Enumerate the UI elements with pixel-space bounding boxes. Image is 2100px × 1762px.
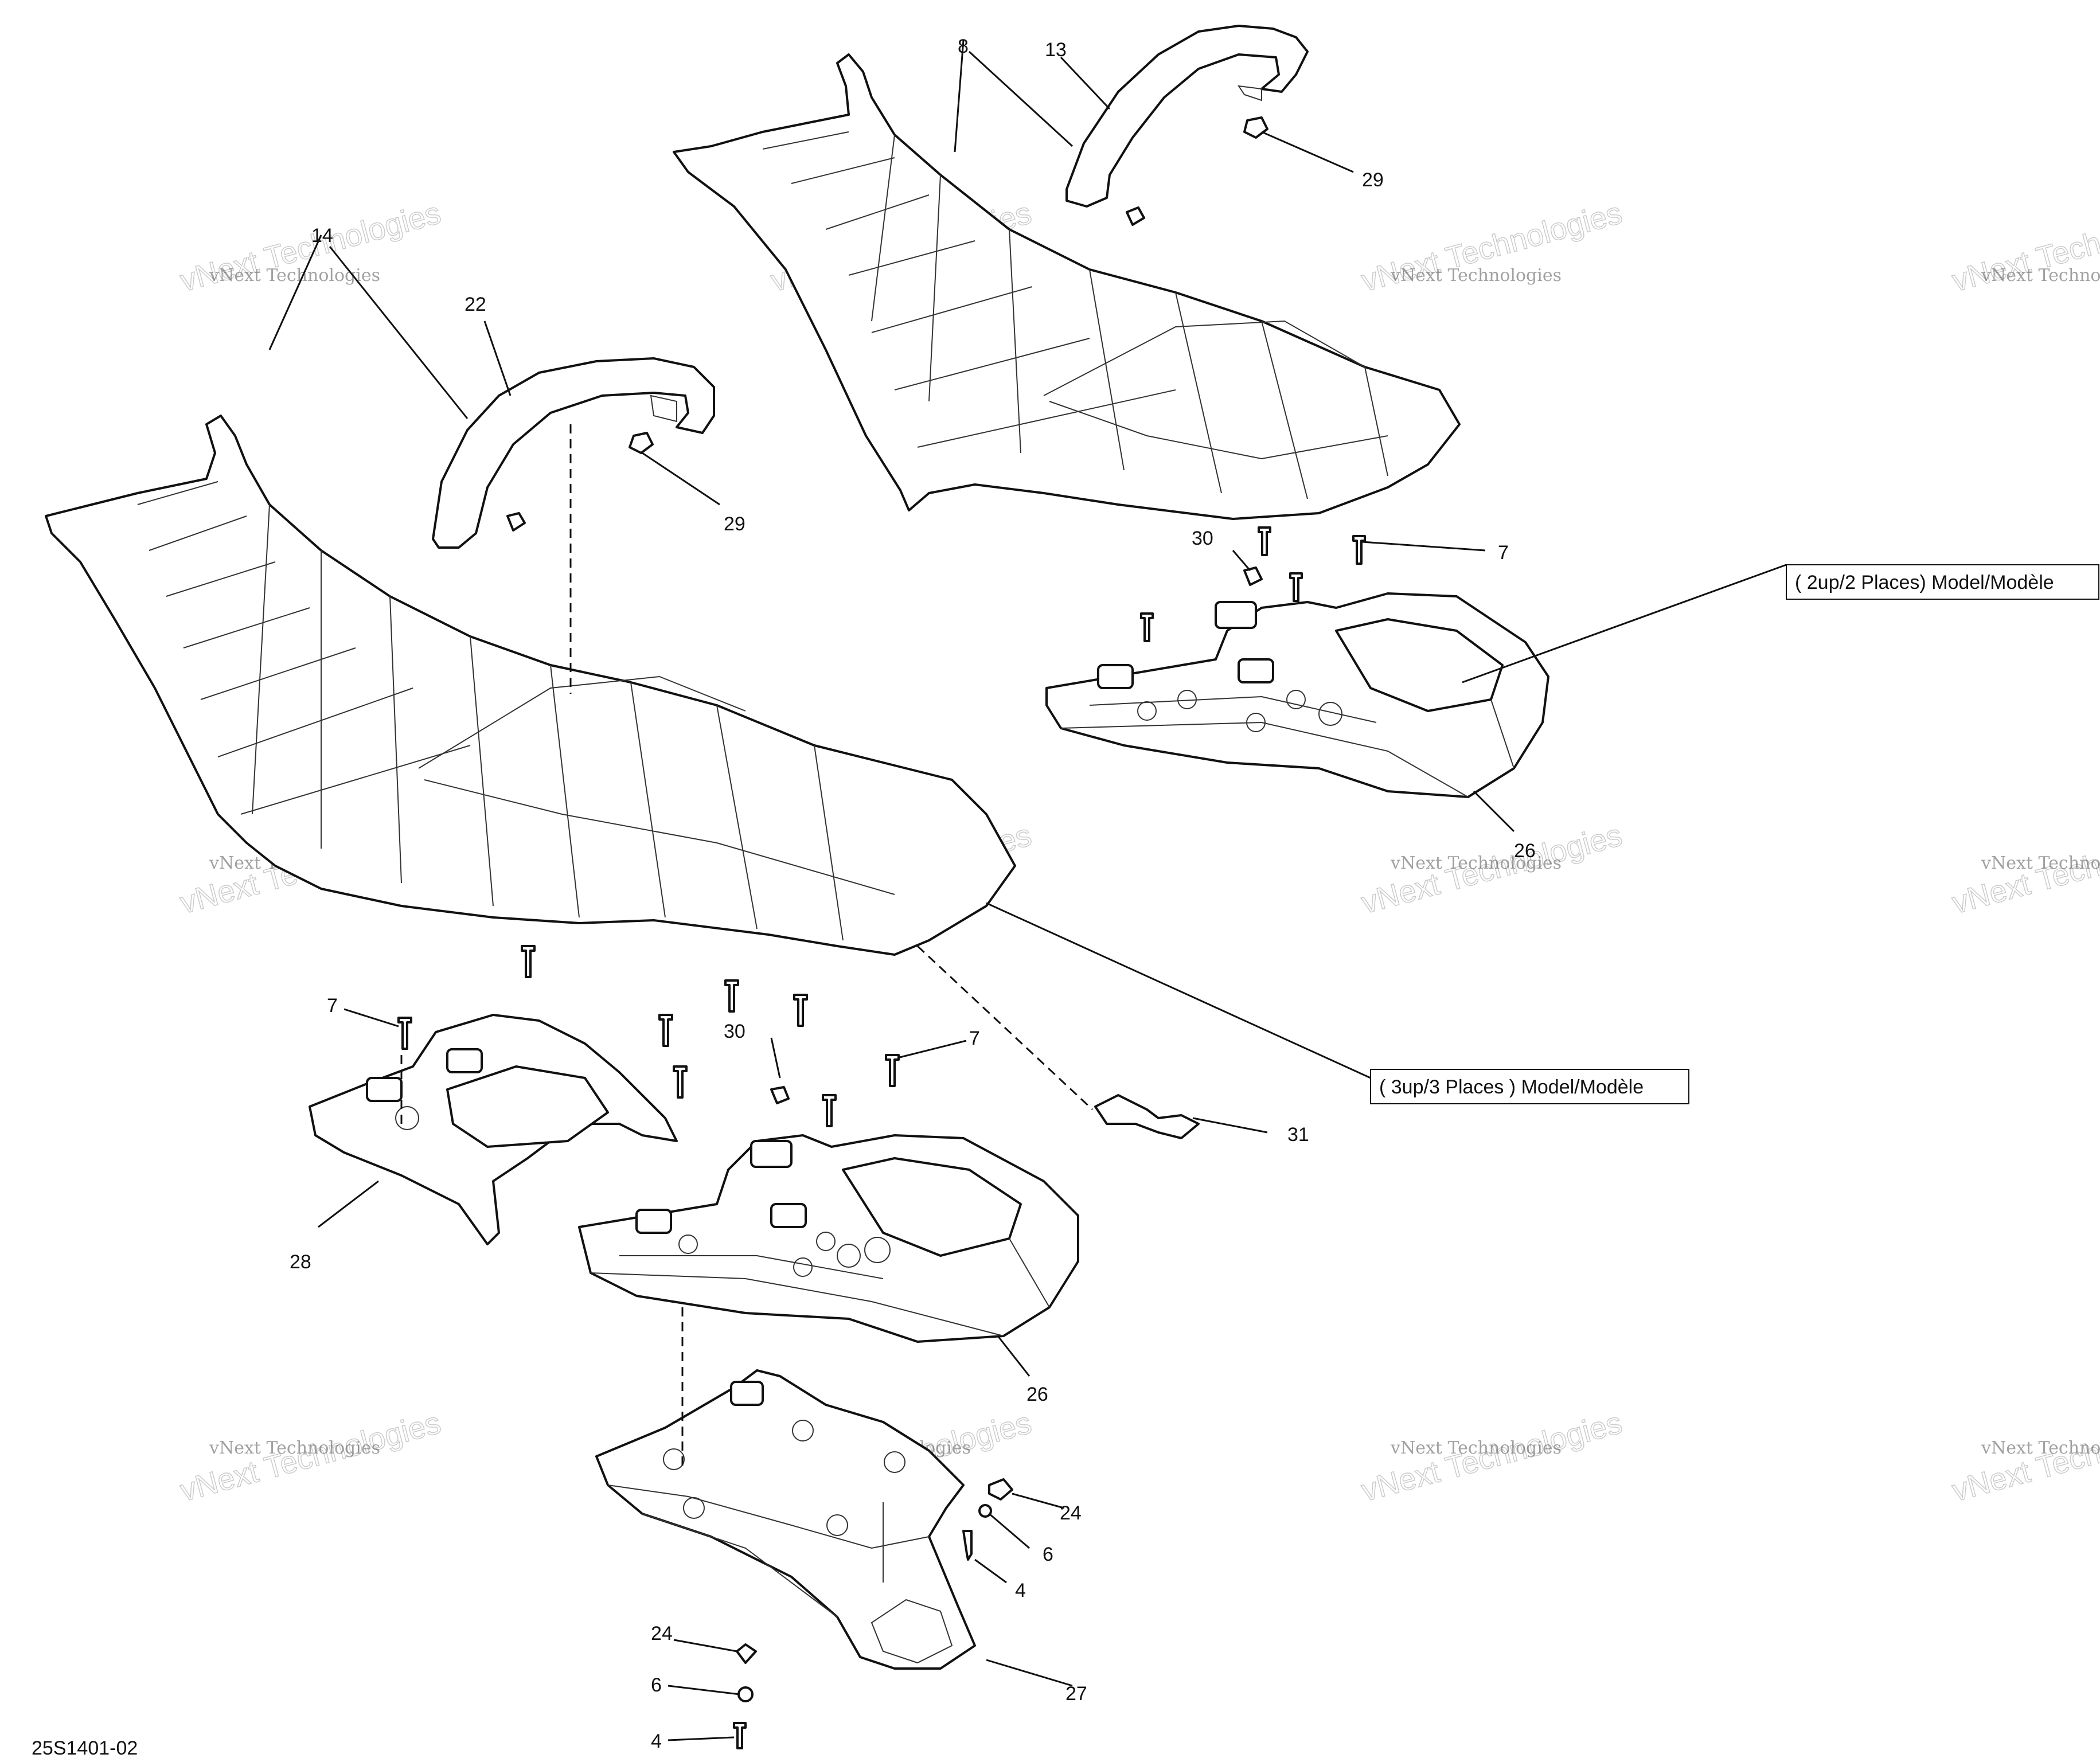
callout-numbers: 8 13 29 14 22 29 30 7 26 7 30 7 31 28 26… bbox=[290, 36, 1536, 1752]
callout-4-right: 4 bbox=[1015, 1580, 1026, 1601]
watermark-text: vNext Technologies bbox=[1390, 1438, 1562, 1458]
drawing-code: 25S1401-02 bbox=[32, 1737, 138, 1759]
callout-7-center: 7 bbox=[969, 1027, 980, 1049]
clip-29-left bbox=[506, 432, 654, 532]
watermark-text: vNext Technologies bbox=[1981, 853, 2100, 873]
callout-6-bottom: 6 bbox=[651, 1674, 662, 1696]
strap-13 bbox=[1065, 25, 1309, 208]
callout-4-bottom: 4 bbox=[651, 1730, 662, 1752]
callout-30-right: 30 bbox=[1192, 528, 1213, 549]
callout-29-left: 29 bbox=[724, 513, 745, 535]
seat-2up bbox=[673, 53, 1461, 520]
seat-3up bbox=[45, 415, 1016, 956]
callout-28: 28 bbox=[290, 1251, 311, 1273]
strap-22 bbox=[432, 357, 715, 549]
callout-14: 14 bbox=[311, 225, 333, 247]
callout-27: 27 bbox=[1065, 1683, 1087, 1705]
model-label-3up: ( 3up/3 Places ) Model/Modèle bbox=[1379, 1076, 1644, 1098]
watermark-text: vNext Technologies bbox=[1981, 265, 2100, 286]
tray-28 bbox=[309, 1014, 678, 1245]
callout-7-left: 7 bbox=[327, 995, 338, 1017]
watermark-text: vNext Technologies bbox=[1981, 1438, 2100, 1458]
screws-7-lower bbox=[397, 945, 900, 1127]
base-27 bbox=[595, 1369, 976, 1670]
label-3up: ( 3up/3 Places ) Model/Modèle bbox=[1370, 1069, 1689, 1104]
screws-7-upper bbox=[1140, 526, 1366, 642]
label-2up: ( 2up/2 Places) Model/Modèle bbox=[1786, 564, 2099, 600]
callout-7-right: 7 bbox=[1498, 542, 1509, 564]
callout-24-right: 24 bbox=[1060, 1502, 1082, 1524]
callout-26-right: 26 bbox=[1514, 840, 1536, 862]
watermark-text: vNext Technologies bbox=[1390, 853, 1562, 873]
hardware-24-6-4-bottom bbox=[733, 1643, 757, 1749]
callout-30-center: 30 bbox=[724, 1021, 745, 1042]
leader-lines bbox=[268, 40, 1787, 1741]
callout-31: 31 bbox=[1287, 1124, 1309, 1146]
watermark-text: vNext Technologies bbox=[209, 1438, 380, 1458]
callout-13: 13 bbox=[1045, 39, 1067, 61]
callout-8: 8 bbox=[958, 36, 969, 57]
callout-29-top: 29 bbox=[1362, 169, 1384, 191]
model-label-2up: ( 2up/2 Places) Model/Modèle bbox=[1795, 572, 2054, 593]
watermark-text: vNext Technologies bbox=[1390, 265, 1562, 286]
latch-31 bbox=[1094, 1094, 1200, 1139]
callout-22: 22 bbox=[465, 294, 486, 315]
grab-handle-26-lower bbox=[578, 1134, 1079, 1343]
callout-24-bottom: 24 bbox=[651, 1623, 673, 1644]
hardware-24-6-4-right bbox=[962, 1478, 1013, 1561]
callout-6-right: 6 bbox=[1043, 1544, 1053, 1565]
grab-handle-26-upper bbox=[1045, 592, 1549, 798]
clip-29-top bbox=[1126, 116, 1268, 226]
callout-26-center: 26 bbox=[1026, 1384, 1048, 1405]
alignment-lines bbox=[400, 424, 1094, 1468]
watermark-text: vNext Technologies bbox=[209, 265, 380, 286]
